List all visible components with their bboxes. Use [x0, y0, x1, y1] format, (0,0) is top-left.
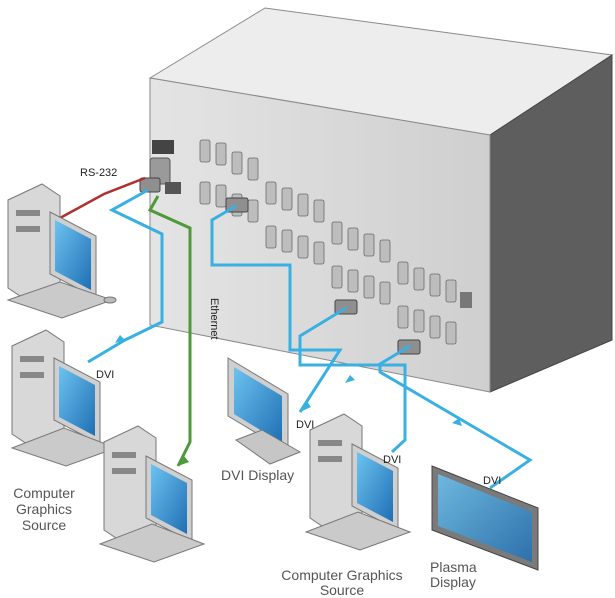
plasma-caption-line2: Display — [430, 574, 476, 590]
source-left-caption-line3: Source — [21, 517, 67, 533]
dvi-cable-plasma — [378, 344, 533, 490]
computer-top-left — [6, 183, 117, 319]
dvi-label-plasma: DVI — [483, 475, 502, 487]
ethernet-label: Ethernet — [208, 298, 220, 340]
dvi-cable-right-source — [298, 306, 407, 454]
computer-graphics-source-right — [304, 413, 412, 551]
source-left-caption-line1: Computer — [13, 485, 75, 501]
plasma-caption-line1: Plasma — [430, 559, 477, 575]
dvi-label-display-cable: DVI — [296, 419, 315, 431]
source-bottom-caption-line1: Computer Graphics — [281, 567, 403, 583]
dvi-cable-left-source — [87, 188, 164, 364]
plasma-display — [431, 465, 539, 571]
source-left-caption-line2: Graphics — [15, 501, 73, 517]
source-bottom-caption-line2: Source — [319, 582, 365, 598]
source-bottom-caption: Computer Graphics Source — [268, 568, 416, 597]
dvi-display-monitor — [227, 357, 302, 465]
dvi-label-right-source: DVI — [383, 454, 402, 466]
dvi-display-caption: DVI Display — [221, 467, 295, 483]
computer-ethernet — [98, 425, 206, 563]
ethernet-cable — [147, 195, 192, 467]
matrix-switcher — [139, 7, 614, 393]
source-left-caption: Computer Graphics Source — [2, 486, 86, 532]
plasma-caption: Plasma Display — [430, 560, 477, 589]
dvi-cable-display — [210, 204, 343, 413]
computer-graphics-source-left — [10, 329, 121, 467]
dvi-label-left: DVI — [96, 369, 115, 381]
rs232-cable — [59, 176, 146, 220]
rs232-label: RS-232 — [80, 167, 118, 179]
